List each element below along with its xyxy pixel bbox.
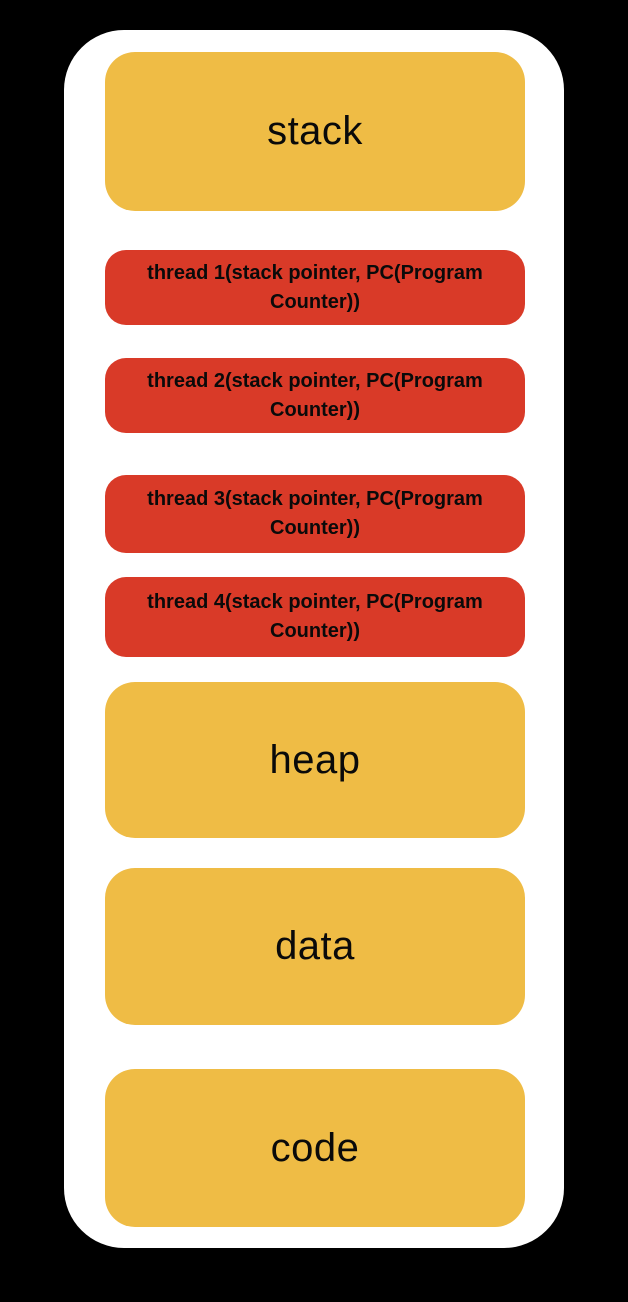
segment-code: code	[105, 1069, 525, 1227]
process-memory-container: stack thread 1(stack pointer, PC(Program…	[64, 30, 564, 1248]
segment-stack: stack	[105, 52, 525, 211]
thread-block-4: thread 4(stack pointer, PC(Program Count…	[105, 577, 525, 657]
segment-data: data	[105, 868, 525, 1025]
segment-heap: heap	[105, 682, 525, 838]
thread-block-3: thread 3(stack pointer, PC(Program Count…	[105, 475, 525, 553]
thread-block-2: thread 2(stack pointer, PC(Program Count…	[105, 358, 525, 433]
thread-block-1: thread 1(stack pointer, PC(Program Count…	[105, 250, 525, 325]
